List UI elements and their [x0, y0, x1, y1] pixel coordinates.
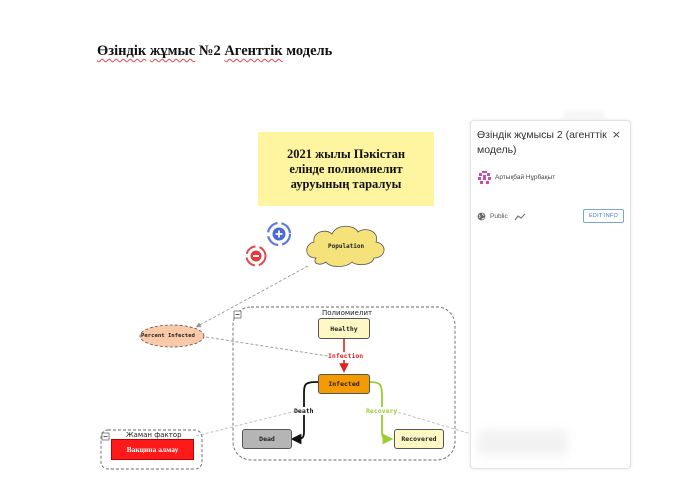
- diagram-note: 2021 жылы Пәкістан елінде полиомиелит ау…: [258, 132, 434, 206]
- factor-group-label: Жаман фактор: [126, 431, 182, 439]
- factor-group-box[interactable]: [100, 429, 203, 470]
- author-row[interactable]: Артықбай Нұрбақыт: [478, 171, 555, 184]
- infection-label: Infection: [328, 352, 364, 360]
- trend-icon[interactable]: [514, 213, 526, 221]
- percent-infected-variable[interactable]: [139, 324, 205, 348]
- population-label: Population: [328, 243, 365, 250]
- link-recovery-out: [383, 407, 479, 437]
- title-word-2: жұмыс: [149, 43, 196, 59]
- title-word-3: №2: [198, 43, 221, 59]
- blurred-region: [478, 430, 568, 456]
- state-vaccine[interactable]: Вакцина алмау: [111, 439, 194, 460]
- title-word-5: модель: [286, 43, 333, 59]
- edit-info-button[interactable]: EDIT INFO: [583, 209, 624, 223]
- death-label: Death: [294, 407, 314, 415]
- globe-icon: [477, 212, 486, 221]
- info-panel: Өзіндік жұмысы 2 (агенттік модель) × Арт…: [470, 120, 631, 469]
- title-word-1: Өзіндік: [97, 43, 147, 59]
- link-vaccine: [195, 409, 301, 437]
- link-percent-infection: [205, 336, 335, 358]
- percent-infected-label: Percent Infected: [141, 333, 195, 339]
- close-icon[interactable]: ×: [611, 128, 621, 141]
- polio-group-label: Полиомиелит: [322, 309, 373, 317]
- document-title: Өзіндік жұмыс №2 Агенттік модель: [97, 43, 332, 60]
- visibility-row: Public: [477, 212, 526, 221]
- state-dead[interactable]: Dead: [242, 429, 292, 449]
- author-name[interactable]: Артықбай Нұрбақыт: [495, 174, 556, 181]
- state-infected[interactable]: Infected: [318, 374, 370, 394]
- state-recovered[interactable]: Recovered: [394, 429, 444, 449]
- link-population-percent: [195, 265, 309, 328]
- panel-shadow-strip: [564, 112, 604, 118]
- panel-title: Өзіндік жұмысы 2 (агенттік модель): [477, 129, 607, 156]
- minus-cycle-icon[interactable]: [245, 245, 267, 267]
- population-cloud[interactable]: [306, 225, 385, 267]
- polio-group-box[interactable]: [232, 306, 456, 461]
- title-word-4: Агенттік: [224, 43, 283, 59]
- recovery-label: Recovery: [366, 407, 398, 415]
- state-healthy[interactable]: Healthy: [318, 318, 370, 339]
- visibility-label: Public: [490, 213, 508, 220]
- avatar-icon: [478, 171, 491, 184]
- plus-cycle-icon[interactable]: [266, 221, 292, 247]
